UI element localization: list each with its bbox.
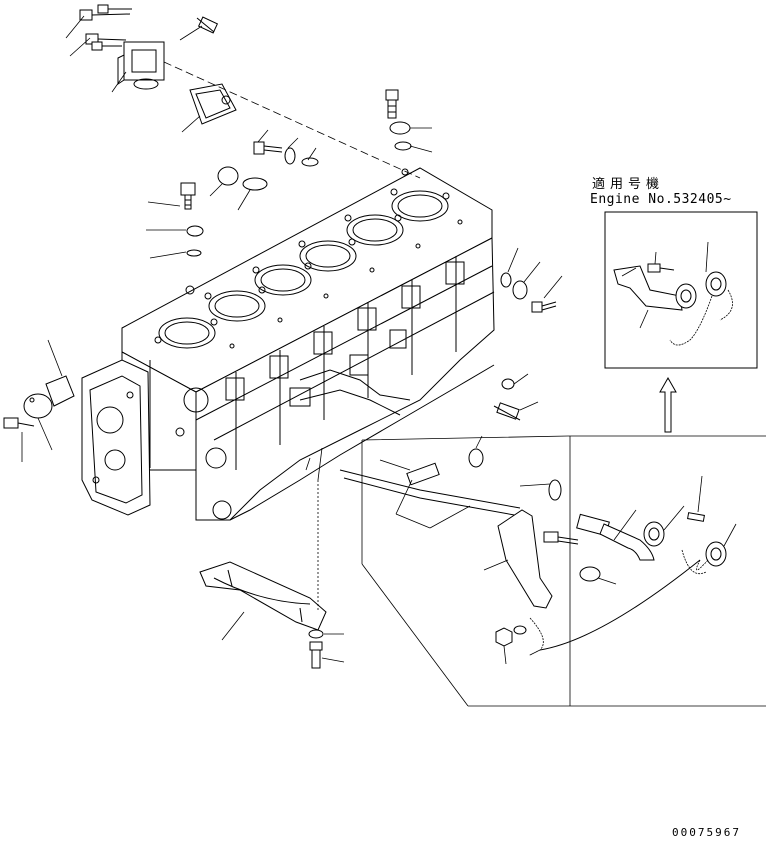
block-ribs bbox=[195, 256, 495, 470]
thermostat-housing-group bbox=[65, 4, 421, 179]
drawing-number: 00075967 bbox=[672, 826, 741, 839]
applicability-title: 適用号機 bbox=[592, 177, 665, 192]
oil-filler-parts bbox=[146, 89, 433, 259]
cylinder-block bbox=[81, 167, 495, 521]
right-side-parts bbox=[468, 247, 563, 468]
applicability-inset bbox=[604, 211, 758, 369]
left-side-parts bbox=[3, 339, 75, 462]
cylinder-bores bbox=[158, 190, 449, 349]
block-leader-lines bbox=[305, 447, 411, 481]
head-bolt-holes bbox=[154, 168, 463, 349]
bracket-group bbox=[339, 435, 766, 707]
main-bearing-cap bbox=[199, 480, 345, 669]
up-arrow-icon bbox=[659, 376, 677, 433]
applicability-serial: Engine No.532405~ bbox=[590, 192, 732, 207]
